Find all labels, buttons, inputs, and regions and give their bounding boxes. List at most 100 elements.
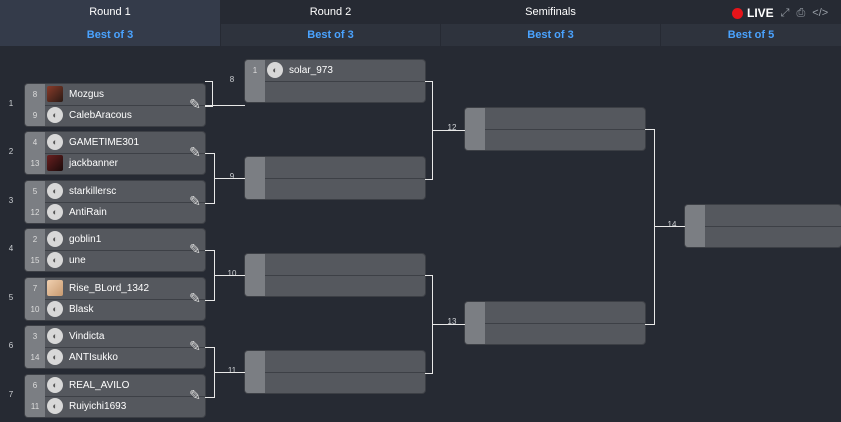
seed-number [685,226,705,247]
seed-number: 4 [25,132,45,153]
player-slot-top[interactable]: 3◐ Vindicta [25,326,205,348]
match-13[interactable] [465,302,645,344]
match-number: 2 [8,147,14,156]
match-11[interactable] [245,351,425,393]
player-slot-top[interactable] [685,205,841,227]
match-number: 8 [229,75,235,84]
match-number: 13 [447,317,457,326]
match-6[interactable]: 3◐ Vindicta 14◐ANTIsukko✎ [25,326,205,368]
player-name: Vindicta [69,331,105,342]
player-slot-top[interactable] [245,254,425,276]
edit-match-icon[interactable]: ✎ [189,337,201,354]
seed-number [465,108,485,129]
player-slot-top[interactable] [465,302,645,324]
player-slot-top[interactable]: 4◐GAMETIME301 [25,132,205,154]
player-slot-bottom[interactable]: 15◐une [25,250,205,271]
seed-number: 14 [25,347,45,368]
player-slot-bottom[interactable] [685,226,841,247]
edit-match-icon[interactable]: ✎ [189,240,201,257]
match-14[interactable] [685,205,841,247]
round-best-of: Best of 3 [0,24,220,46]
player-name: Ruiyichi1693 [69,401,127,412]
seed-number [685,205,705,226]
expand-icon[interactable]: ⤢ [780,6,790,19]
round-best-of: Best of 3 [441,24,660,46]
match-10[interactable] [245,254,425,296]
player-name: une [69,255,86,266]
player-slot-top[interactable] [245,351,425,373]
seed-number: 3 [25,326,45,347]
seed-number [465,302,485,323]
connector-r1-m4-5-out [214,275,245,276]
player-slot-top[interactable]: 5◐starkillersc [25,181,205,203]
match-9[interactable] [245,157,425,199]
match-number: 4 [8,244,14,253]
edit-match-icon[interactable]: ✎ [189,192,201,209]
seed-number: 10 [25,299,45,320]
player-slot-top[interactable] [245,157,425,179]
player-avatar [47,155,63,171]
live-dot-icon [732,7,743,19]
player-slot-bottom[interactable]: 9◐CalebAracous [25,105,205,126]
seed-number: 2 [25,229,45,250]
seed-number [465,323,485,344]
round-1-column-header: Round 1 Best of 3 [0,0,221,46]
default-avatar-icon: ◐ [47,328,63,344]
player-slot-bottom[interactable] [245,372,425,393]
default-avatar-icon: ◐ [47,204,63,220]
player-slot-top[interactable]: 2◐goblin1 [25,229,205,251]
live-toolbar: LIVE ⤢ ⎙ </> [726,3,841,23]
edit-match-icon[interactable]: ✎ [189,143,201,160]
edit-match-icon[interactable]: ✎ [189,95,201,112]
seed-number: 5 [25,181,45,202]
round-title: Round 1 [0,0,220,25]
round-best-of: Best of 3 [221,24,440,46]
seed-number [245,81,265,102]
match-number: 14 [667,220,677,229]
match-12[interactable] [465,108,645,150]
connector-r1-m6-7-out [214,372,245,373]
match-number: 6 [8,341,14,350]
match-number: 3 [8,196,14,205]
player-name: Mozgus [69,89,105,100]
edit-match-icon[interactable]: ✎ [189,386,201,403]
player-slot-bottom[interactable]: 12◐AntiRain [25,202,205,223]
match-8[interactable]: 1◐solar_973 [245,60,425,102]
seed-number [245,178,265,199]
player-slot-top[interactable]: 1◐solar_973 [245,60,425,82]
match-number: 9 [229,172,235,181]
player-slot-bottom[interactable]: 10◐Blask [25,299,205,320]
player-slot-bottom[interactable] [245,81,425,102]
seed-number [245,351,265,372]
edit-match-icon[interactable]: ✎ [189,289,201,306]
match-number: 12 [447,123,457,132]
seed-number: 1 [245,60,265,81]
seed-number: 7 [25,278,45,299]
match-number: 11 [227,366,237,375]
connector-r1-m1-out [212,105,245,106]
player-slot-bottom[interactable] [465,129,645,150]
player-slot-bottom[interactable]: 11◐Ruiyichi1693 [25,396,205,417]
print-icon[interactable]: ⎙ [796,6,806,19]
player-slot-top[interactable]: 6◐REAL_AVILO [25,375,205,397]
player-slot-bottom[interactable] [245,275,425,296]
player-slot-top[interactable] [465,108,645,130]
player-slot-bottom[interactable] [245,178,425,199]
seed-number: 15 [25,250,45,271]
embed-icon[interactable]: </> [812,7,829,19]
default-avatar-icon: ◐ [47,107,63,123]
semifinals-column-header: Semifinals Best of 3 [441,0,661,46]
player-slot-bottom[interactable] [465,323,645,344]
player-slot-bottom[interactable]: 14◐ANTIsukko [25,347,205,368]
connector-r1-m2-3-out [214,178,245,179]
default-avatar-icon: ◐ [47,377,63,393]
